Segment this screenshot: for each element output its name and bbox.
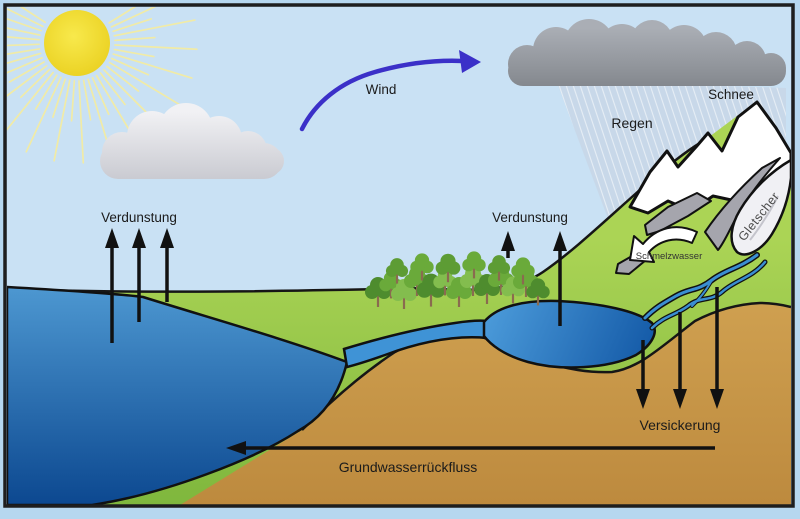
trees-icon [365,251,550,309]
label-verdunstung-left: Verdunstung [101,210,177,225]
label-wind: Wind [366,82,397,97]
label-grundwasserrueckfluss: Grundwasserrückfluss [339,459,478,475]
wind-arrow-icon [299,50,481,132]
sun-rays-icon [7,7,198,164]
label-schnee: Schnee [708,87,754,102]
light-cloud-icon [100,103,284,179]
sun [7,7,198,164]
ground [180,303,791,505]
label-regen: Regen [611,115,652,131]
evaporation-arrows-left [105,228,174,343]
dark-cloud-icon [508,19,786,86]
meltwater-arrow-icon [629,226,698,263]
meltwater-streams-icon [642,252,768,331]
lake [482,299,656,369]
sun-icon [44,10,110,76]
label-versickerung: Versickerung [640,417,721,433]
label-schmelzwasser: Schmelzwasser [636,251,703,262]
groundwater-arrow [226,441,715,455]
infiltration-arrows [636,287,724,409]
evaporation-arrows-middle [501,231,567,326]
label-verdunstung-mid: Verdunstung [492,210,568,225]
glacier-icon [730,158,791,256]
frame-border [3,3,795,508]
